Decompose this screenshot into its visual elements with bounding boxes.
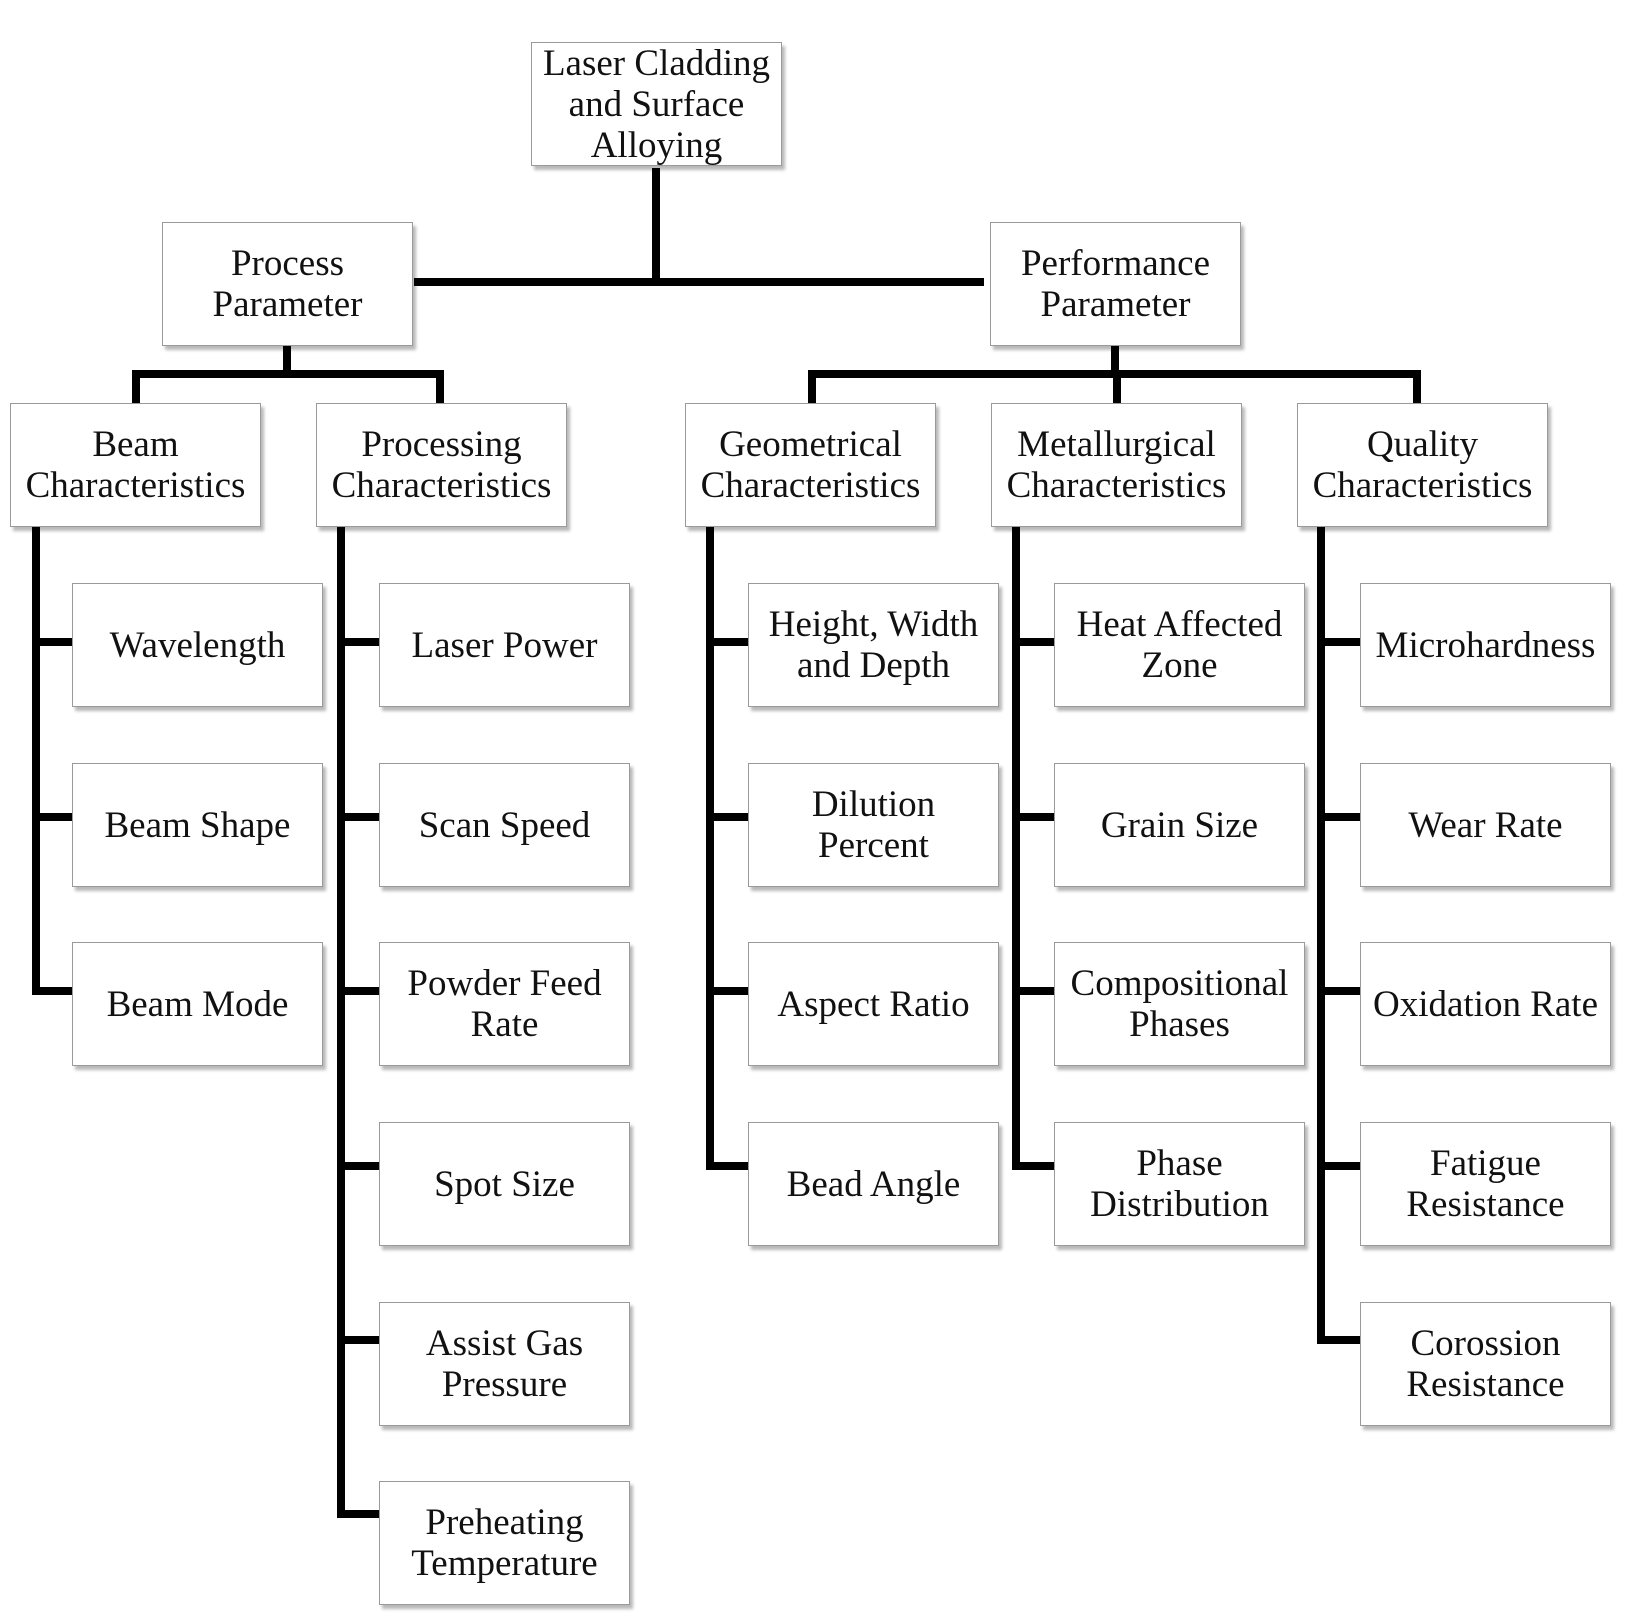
leaf-fatigue-resistance: Fatigue Resistance — [1360, 1122, 1611, 1246]
leaf-bead-angle: Bead Angle — [748, 1122, 999, 1246]
leaf-beam-shape: Beam Shape — [72, 763, 323, 887]
leaf-grain-size: Grain Size — [1054, 763, 1305, 887]
leaf-laser-power: Laser Power — [379, 583, 630, 707]
leaf-corossion-resistance: Corossion Resistance — [1360, 1302, 1611, 1426]
leaf-scan-speed: Scan Speed — [379, 763, 630, 887]
geometrical-characteristics-node: Geometrical Characteristics — [685, 403, 936, 527]
quality-characteristics-node: Quality Characteristics — [1297, 403, 1548, 527]
leaf-phase-distribution: Phase Distribution — [1054, 1122, 1305, 1246]
leaf-oxidation-rate: Oxidation Rate — [1360, 942, 1611, 1066]
performance-parameter-node: Performance Parameter — [990, 222, 1241, 346]
leaf-wavelength: Wavelength — [72, 583, 323, 707]
leaf-heat-affected-zone: Heat Affected Zone — [1054, 583, 1305, 707]
leaf-preheating-temperature: Preheating Temperature — [379, 1481, 630, 1605]
leaf-spot-size: Spot Size — [379, 1122, 630, 1246]
process-parameter-node: Process Parameter — [162, 222, 413, 346]
metallurgical-characteristics-node: Metallurgical Characteristics — [991, 403, 1242, 527]
leaf-powder-feed-rate: Powder Feed Rate — [379, 942, 630, 1066]
leaf-assist-gas-pressure: Assist Gas Pressure — [379, 1302, 630, 1426]
beam-characteristics-node: Beam Characteristics — [10, 403, 261, 527]
leaf-dilution-percent: Dilution Percent — [748, 763, 999, 887]
leaf-wear-rate: Wear Rate — [1360, 763, 1611, 887]
leaf-aspect-ratio: Aspect Ratio — [748, 942, 999, 1066]
leaf-height-width-depth: Height, Width and Depth — [748, 583, 999, 707]
leaf-microhardness: Microhardness — [1360, 583, 1611, 707]
leaf-beam-mode: Beam Mode — [72, 942, 323, 1066]
leaf-compositional-phases: Compositional Phases — [1054, 942, 1305, 1066]
processing-characteristics-node: Processing Characteristics — [316, 403, 567, 527]
root-node: Laser Cladding and Surface Alloying — [531, 42, 782, 166]
